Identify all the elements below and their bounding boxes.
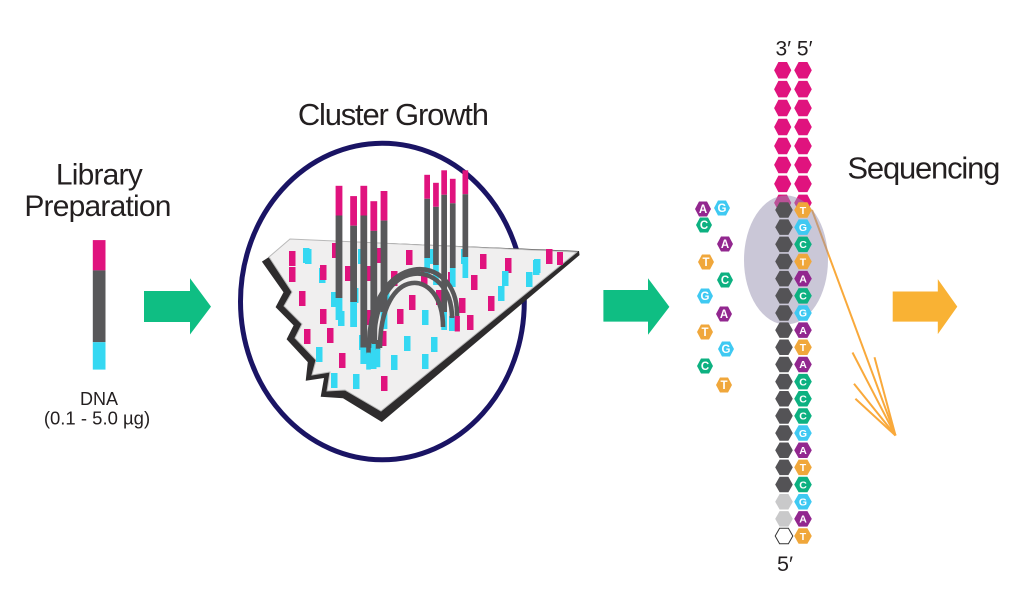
svg-text:G: G <box>701 291 710 303</box>
svg-text:DNA: DNA <box>80 389 118 409</box>
svg-text:C: C <box>799 376 807 388</box>
svg-text:C: C <box>799 291 807 303</box>
svg-text:T: T <box>720 380 727 392</box>
svg-text:Library: Library <box>56 158 143 191</box>
svg-text:T: T <box>800 205 807 217</box>
svg-text:C: C <box>701 361 709 373</box>
svg-text:G: G <box>799 497 807 509</box>
svg-text:T: T <box>800 462 807 474</box>
svg-text:A: A <box>799 445 807 457</box>
svg-text:T: T <box>701 327 708 339</box>
svg-text:T: T <box>702 257 709 269</box>
svg-text:T: T <box>800 256 807 268</box>
svg-text:(0.1 - 5.0 µg): (0.1 - 5.0 µg) <box>44 408 150 429</box>
svg-text:A: A <box>720 309 728 321</box>
svg-text:3′ 5′: 3′ 5′ <box>775 38 812 61</box>
svg-text:Preparation: Preparation <box>24 190 170 223</box>
svg-text:A: A <box>721 239 729 251</box>
svg-text:T: T <box>800 531 807 543</box>
svg-text:G: G <box>799 222 807 234</box>
svg-text:T: T <box>800 342 807 354</box>
svg-text:G: G <box>718 203 727 215</box>
svg-text:C: C <box>721 275 729 287</box>
svg-text:G: G <box>722 344 731 356</box>
svg-text:C: C <box>799 239 807 251</box>
svg-text:C: C <box>799 479 807 491</box>
svg-text:C: C <box>700 220 708 232</box>
svg-text:Sequencing: Sequencing <box>847 151 999 186</box>
svg-text:C: C <box>799 394 807 406</box>
svg-text:Cluster Growth: Cluster Growth <box>298 97 488 132</box>
svg-text:A: A <box>799 359 807 371</box>
svg-text:A: A <box>799 514 807 526</box>
svg-text:A: A <box>799 273 807 285</box>
svg-text:C: C <box>799 411 807 423</box>
svg-text:G: G <box>799 428 807 440</box>
svg-text:A: A <box>799 325 807 337</box>
svg-text:G: G <box>799 308 807 320</box>
svg-text:A: A <box>699 204 707 216</box>
svg-text:5′: 5′ <box>777 552 793 576</box>
